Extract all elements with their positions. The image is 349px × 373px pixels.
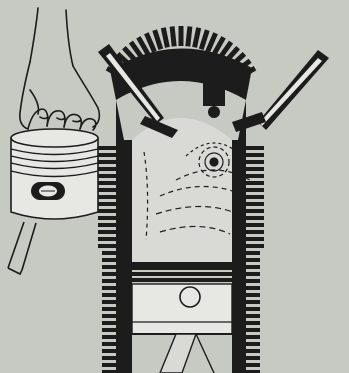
side-cooling-fin	[98, 237, 116, 241]
head-cooling-fin	[201, 30, 207, 49]
side-cooling-fin	[102, 349, 116, 353]
side-cooling-fin	[246, 349, 260, 353]
side-cooling-fin	[102, 335, 116, 339]
loose-piston	[11, 129, 98, 219]
side-cooling-fin	[98, 223, 116, 227]
side-cooling-fin	[98, 202, 116, 206]
side-cooling-fin	[102, 321, 116, 325]
side-cooling-fin	[246, 251, 260, 255]
side-cooling-fin	[102, 279, 116, 283]
head-cooling-fin	[188, 27, 190, 47]
side-cooling-fin	[246, 293, 260, 297]
side-cooling-fin	[102, 342, 116, 346]
side-cooling-fin	[98, 160, 116, 164]
piston-pin	[180, 287, 200, 307]
hand	[20, 8, 100, 130]
loose-connecting-rod	[8, 222, 36, 274]
cylinder-cutaway	[98, 26, 329, 373]
side-cooling-fin	[98, 216, 116, 220]
side-cooling-fin	[98, 153, 116, 157]
side-cooling-fin	[246, 286, 260, 290]
piston-in-bore	[132, 262, 232, 334]
side-cooling-fin	[102, 265, 116, 269]
side-cooling-fin	[246, 244, 264, 248]
connecting-rod	[160, 334, 214, 373]
side-cooling-fin	[246, 153, 264, 157]
side-cooling-fin	[102, 258, 116, 262]
side-cooling-fin	[246, 146, 264, 150]
side-cooling-fin	[102, 293, 116, 297]
side-cooling-fin	[102, 300, 116, 304]
side-cooling-fin	[246, 363, 260, 367]
side-cooling-fin	[98, 209, 116, 213]
side-cooling-fin	[98, 188, 116, 192]
side-cooling-fin	[102, 356, 116, 360]
side-cooling-fin	[98, 230, 116, 234]
right-cylinder-wall	[232, 100, 246, 373]
side-cooling-fin	[246, 300, 260, 304]
head-cooling-fin	[195, 28, 199, 48]
side-cooling-fin	[246, 202, 264, 206]
side-cooling-fin	[246, 314, 260, 318]
side-cooling-fin	[246, 307, 260, 311]
side-cooling-fin	[102, 307, 116, 311]
head-cooling-fin	[163, 28, 167, 48]
side-cooling-fin	[98, 167, 116, 171]
side-cooling-fin	[246, 209, 264, 213]
side-cooling-fin	[98, 244, 116, 248]
side-cooling-fin	[246, 188, 264, 192]
left-cylinder-wall	[116, 100, 132, 373]
side-cooling-fin	[246, 181, 264, 185]
side-cooling-fin	[246, 160, 264, 164]
side-cooling-fin	[98, 146, 116, 150]
side-cooling-fin	[246, 258, 260, 262]
side-cooling-fin	[102, 328, 116, 332]
side-cooling-fin	[246, 174, 264, 178]
side-cooling-fin	[246, 335, 260, 339]
side-cooling-fin	[102, 251, 116, 255]
spark-plug	[203, 64, 225, 118]
side-cooling-fin	[246, 356, 260, 360]
side-cooling-fin	[246, 279, 260, 283]
combustion-chamber	[132, 118, 232, 262]
side-cooling-fin	[246, 237, 264, 241]
side-cooling-fin	[98, 181, 116, 185]
side-cooling-fin	[246, 272, 260, 276]
side-cooling-fin	[246, 321, 260, 325]
head-cooling-fin	[172, 27, 174, 47]
side-cooling-fin	[102, 286, 116, 290]
side-cooling-fin	[246, 230, 264, 234]
side-cooling-fin	[98, 195, 116, 199]
side-cooling-fin	[246, 342, 260, 346]
side-cooling-fin	[102, 314, 116, 318]
side-cooling-fin	[102, 272, 116, 276]
side-cooling-fin	[102, 363, 116, 367]
side-cooling-fin	[246, 328, 260, 332]
hand-with-piston	[8, 8, 99, 274]
side-cooling-fin	[246, 223, 264, 227]
side-cooling-fin	[246, 216, 264, 220]
side-cooling-fin	[98, 174, 116, 178]
side-cooling-fin	[246, 167, 264, 171]
head-cooling-fin	[155, 30, 161, 49]
side-cooling-fin	[246, 265, 260, 269]
